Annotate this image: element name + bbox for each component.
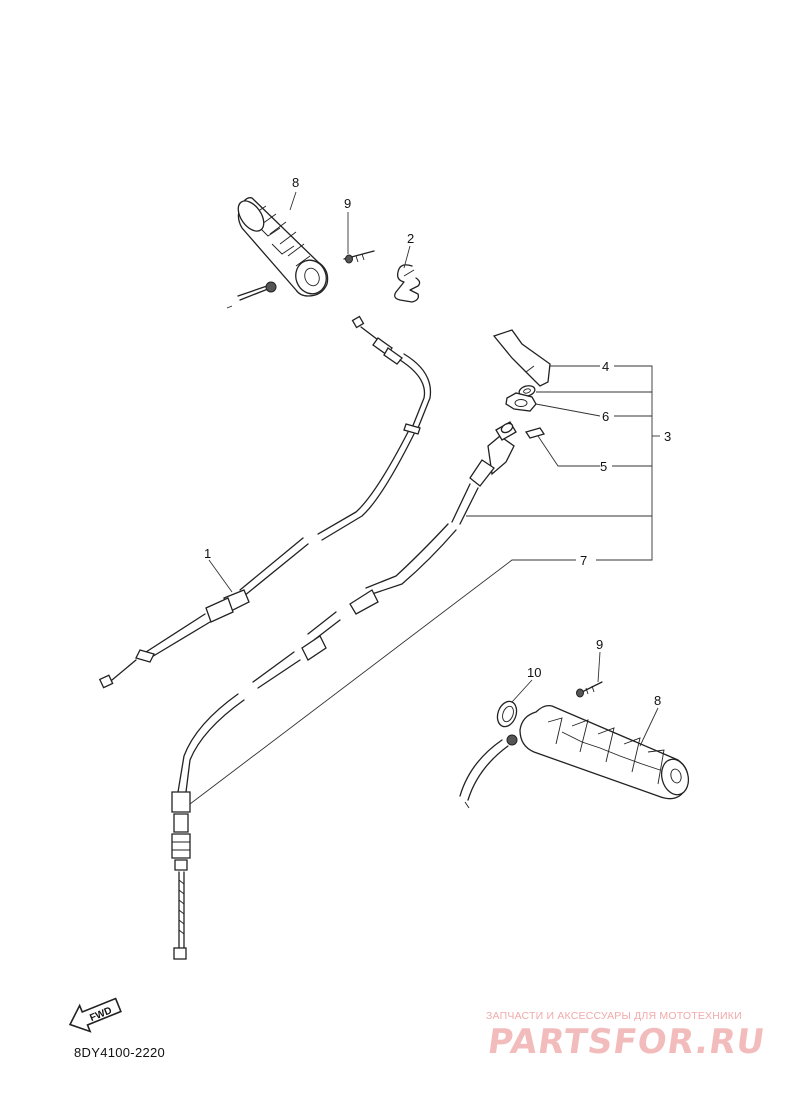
callout-1: 1 (204, 546, 211, 561)
right-grip (459, 704, 690, 809)
callout-9-right: 9 (596, 637, 603, 652)
left-grip (226, 197, 329, 309)
screw-right (576, 681, 603, 698)
fwd-arrow-icon: FWD (68, 997, 122, 1033)
callout-3: 3 (664, 429, 671, 444)
pin-5 (524, 427, 546, 439)
ring-10 (496, 700, 518, 728)
callouts: 8 9 2 4 6 3 5 1 7 9 10 8 (204, 175, 671, 708)
callout-2: 2 (407, 231, 414, 246)
callout-4: 4 (602, 359, 609, 374)
callout-8-right: 8 (654, 693, 661, 708)
watermark-logo: PARTSFOR.RU (485, 1022, 768, 1062)
callout-7: 7 (580, 553, 587, 568)
nut-6 (505, 392, 537, 412)
screw-top (343, 250, 375, 264)
wire-clip (394, 264, 421, 303)
diagram-part-number: 8DY4100-2220 (74, 1045, 166, 1060)
callout-10: 10 (527, 665, 541, 680)
callout-8-top: 8 (292, 175, 299, 190)
bracket-4 (492, 329, 551, 387)
callout-5: 5 (600, 459, 607, 474)
leader-lines (189, 191, 660, 805)
callout-6: 6 (602, 409, 609, 424)
cable-7 (171, 421, 517, 960)
callout-9-top: 9 (344, 196, 351, 211)
cable-1 (98, 315, 432, 689)
watermark-caption: ЗАПЧАСТИ И АКСЕССУАРЫ ДЛЯ МОТОТЕХНИКИ (486, 1010, 742, 1022)
